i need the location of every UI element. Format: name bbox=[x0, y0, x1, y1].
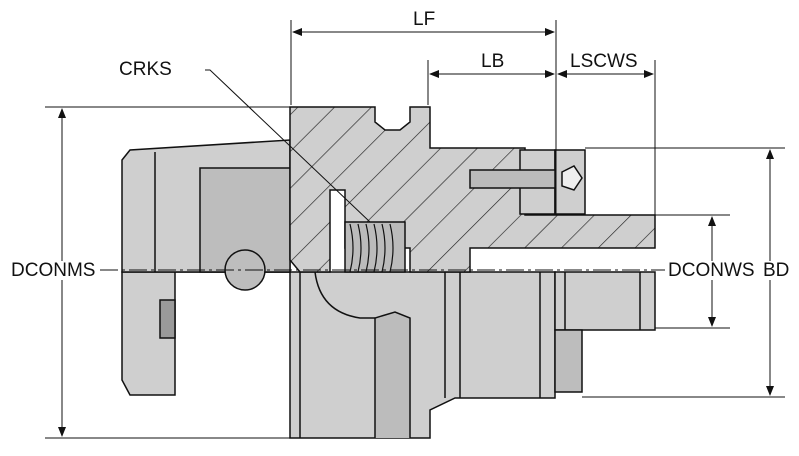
lb-label: LB bbox=[480, 51, 506, 72]
lf-label: LF bbox=[412, 9, 437, 30]
holder-upper-left bbox=[121, 139, 291, 291]
dconws-label: DCONWS bbox=[667, 260, 756, 281]
holder-lower-half bbox=[121, 271, 656, 439]
crks-label: CRKS bbox=[118, 59, 173, 80]
dconms-label: DCONMS bbox=[10, 260, 97, 281]
bd-label: BD bbox=[762, 260, 791, 281]
extension-lines bbox=[45, 20, 785, 439]
lscws-label: LSCWS bbox=[569, 51, 639, 72]
holder-section-hatched bbox=[289, 106, 656, 273]
